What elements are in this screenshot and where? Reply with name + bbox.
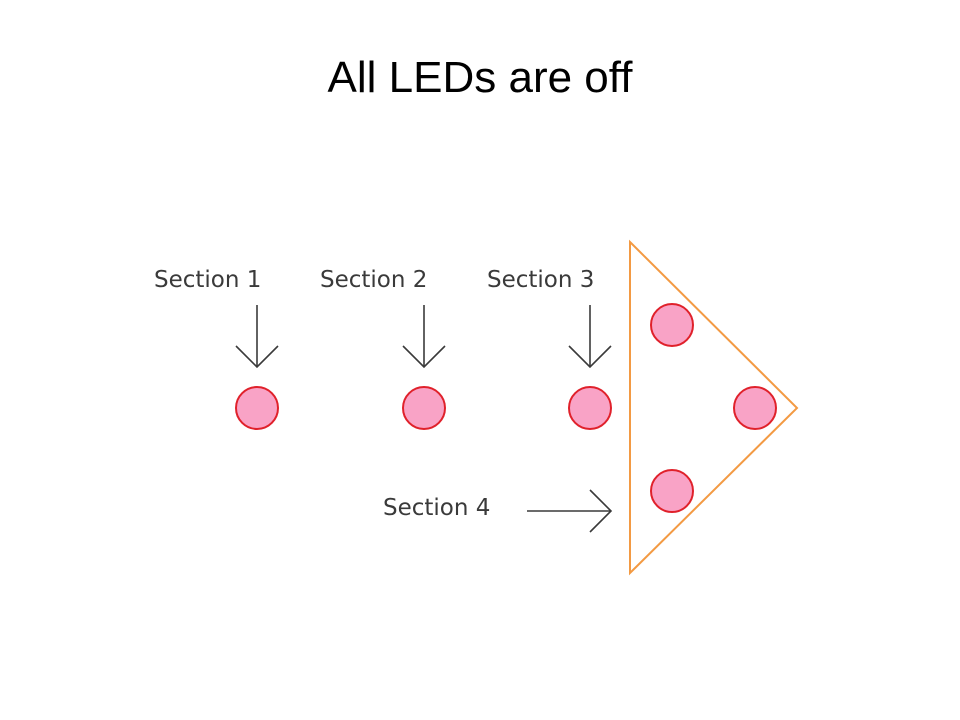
section-4-arrow-icon [527,489,613,533]
section-1-led [235,386,279,430]
section-2-label: Section 2 [320,267,427,293]
section-4-led-top [650,303,694,347]
slide-title: All LEDs are off [327,53,633,102]
section-3-led [568,386,612,430]
section-4-led-right [733,386,777,430]
section-1-label: Section 1 [154,267,261,293]
section-2-arrow-icon [402,305,446,369]
section-3-arrow-icon [568,305,612,369]
section-2-led [402,386,446,430]
section-1-arrow-icon [235,305,279,369]
section-3-label: Section 3 [487,267,594,293]
section-4-led-bottom [650,469,694,513]
section-4-label: Section 4 [383,495,490,521]
section-4-triangle [629,239,799,576]
